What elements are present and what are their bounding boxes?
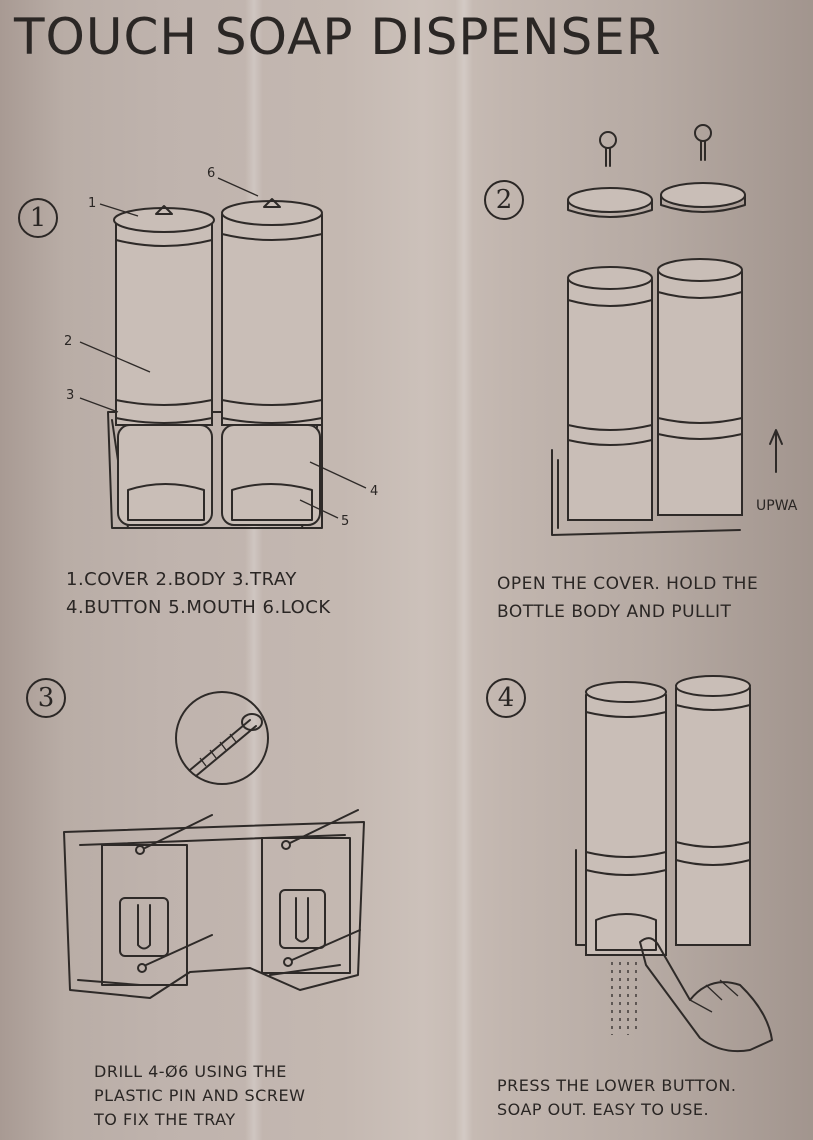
step-1-caption-line2: 4.BUTTON 5.MOUTH 6.LOCK (66, 597, 331, 618)
step-2-caption-line2: BOTTLE BODY AND PULLIT (497, 602, 732, 622)
step-3-caption-line3: TO FIX THE TRAY (94, 1110, 236, 1129)
step-1-caption-line1: 1.COVER 2.BODY 3.TRAY (66, 569, 297, 590)
callout-1: 1 (88, 196, 97, 211)
step-1-number: 1 (18, 198, 58, 238)
step-4-caption-line1: PRESS THE LOWER BUTTON. (497, 1076, 737, 1095)
callout-4: 4 (370, 484, 379, 499)
step-3-number: 3 (26, 678, 66, 718)
page-title: TOUCH SOAP DISPENSER (14, 8, 662, 66)
callout-6: 6 (207, 166, 216, 181)
step-4-caption-line2: SOAP OUT. EASY TO USE. (497, 1100, 710, 1119)
step-4-number: 4 (486, 678, 526, 718)
upward-label: UPWA (756, 498, 798, 514)
step-2-caption-line1: OPEN THE COVER. HOLD THE (497, 574, 759, 594)
press-button-diagram (575, 675, 773, 1053)
step-3-caption-line2: PLASTIC PIN AND SCREW (94, 1086, 306, 1105)
step-2-number: 2 (484, 180, 524, 220)
remove-cover-diagram (551, 124, 783, 536)
callout-3: 3 (66, 388, 75, 403)
mounting-diagram (63, 691, 365, 999)
step-3-caption-line1: DRILL 4-Ø6 USING THE (94, 1062, 287, 1081)
callout-5: 5 (341, 514, 350, 529)
callout-2: 2 (64, 334, 73, 349)
dispenser-diagram-parts (79, 177, 367, 529)
